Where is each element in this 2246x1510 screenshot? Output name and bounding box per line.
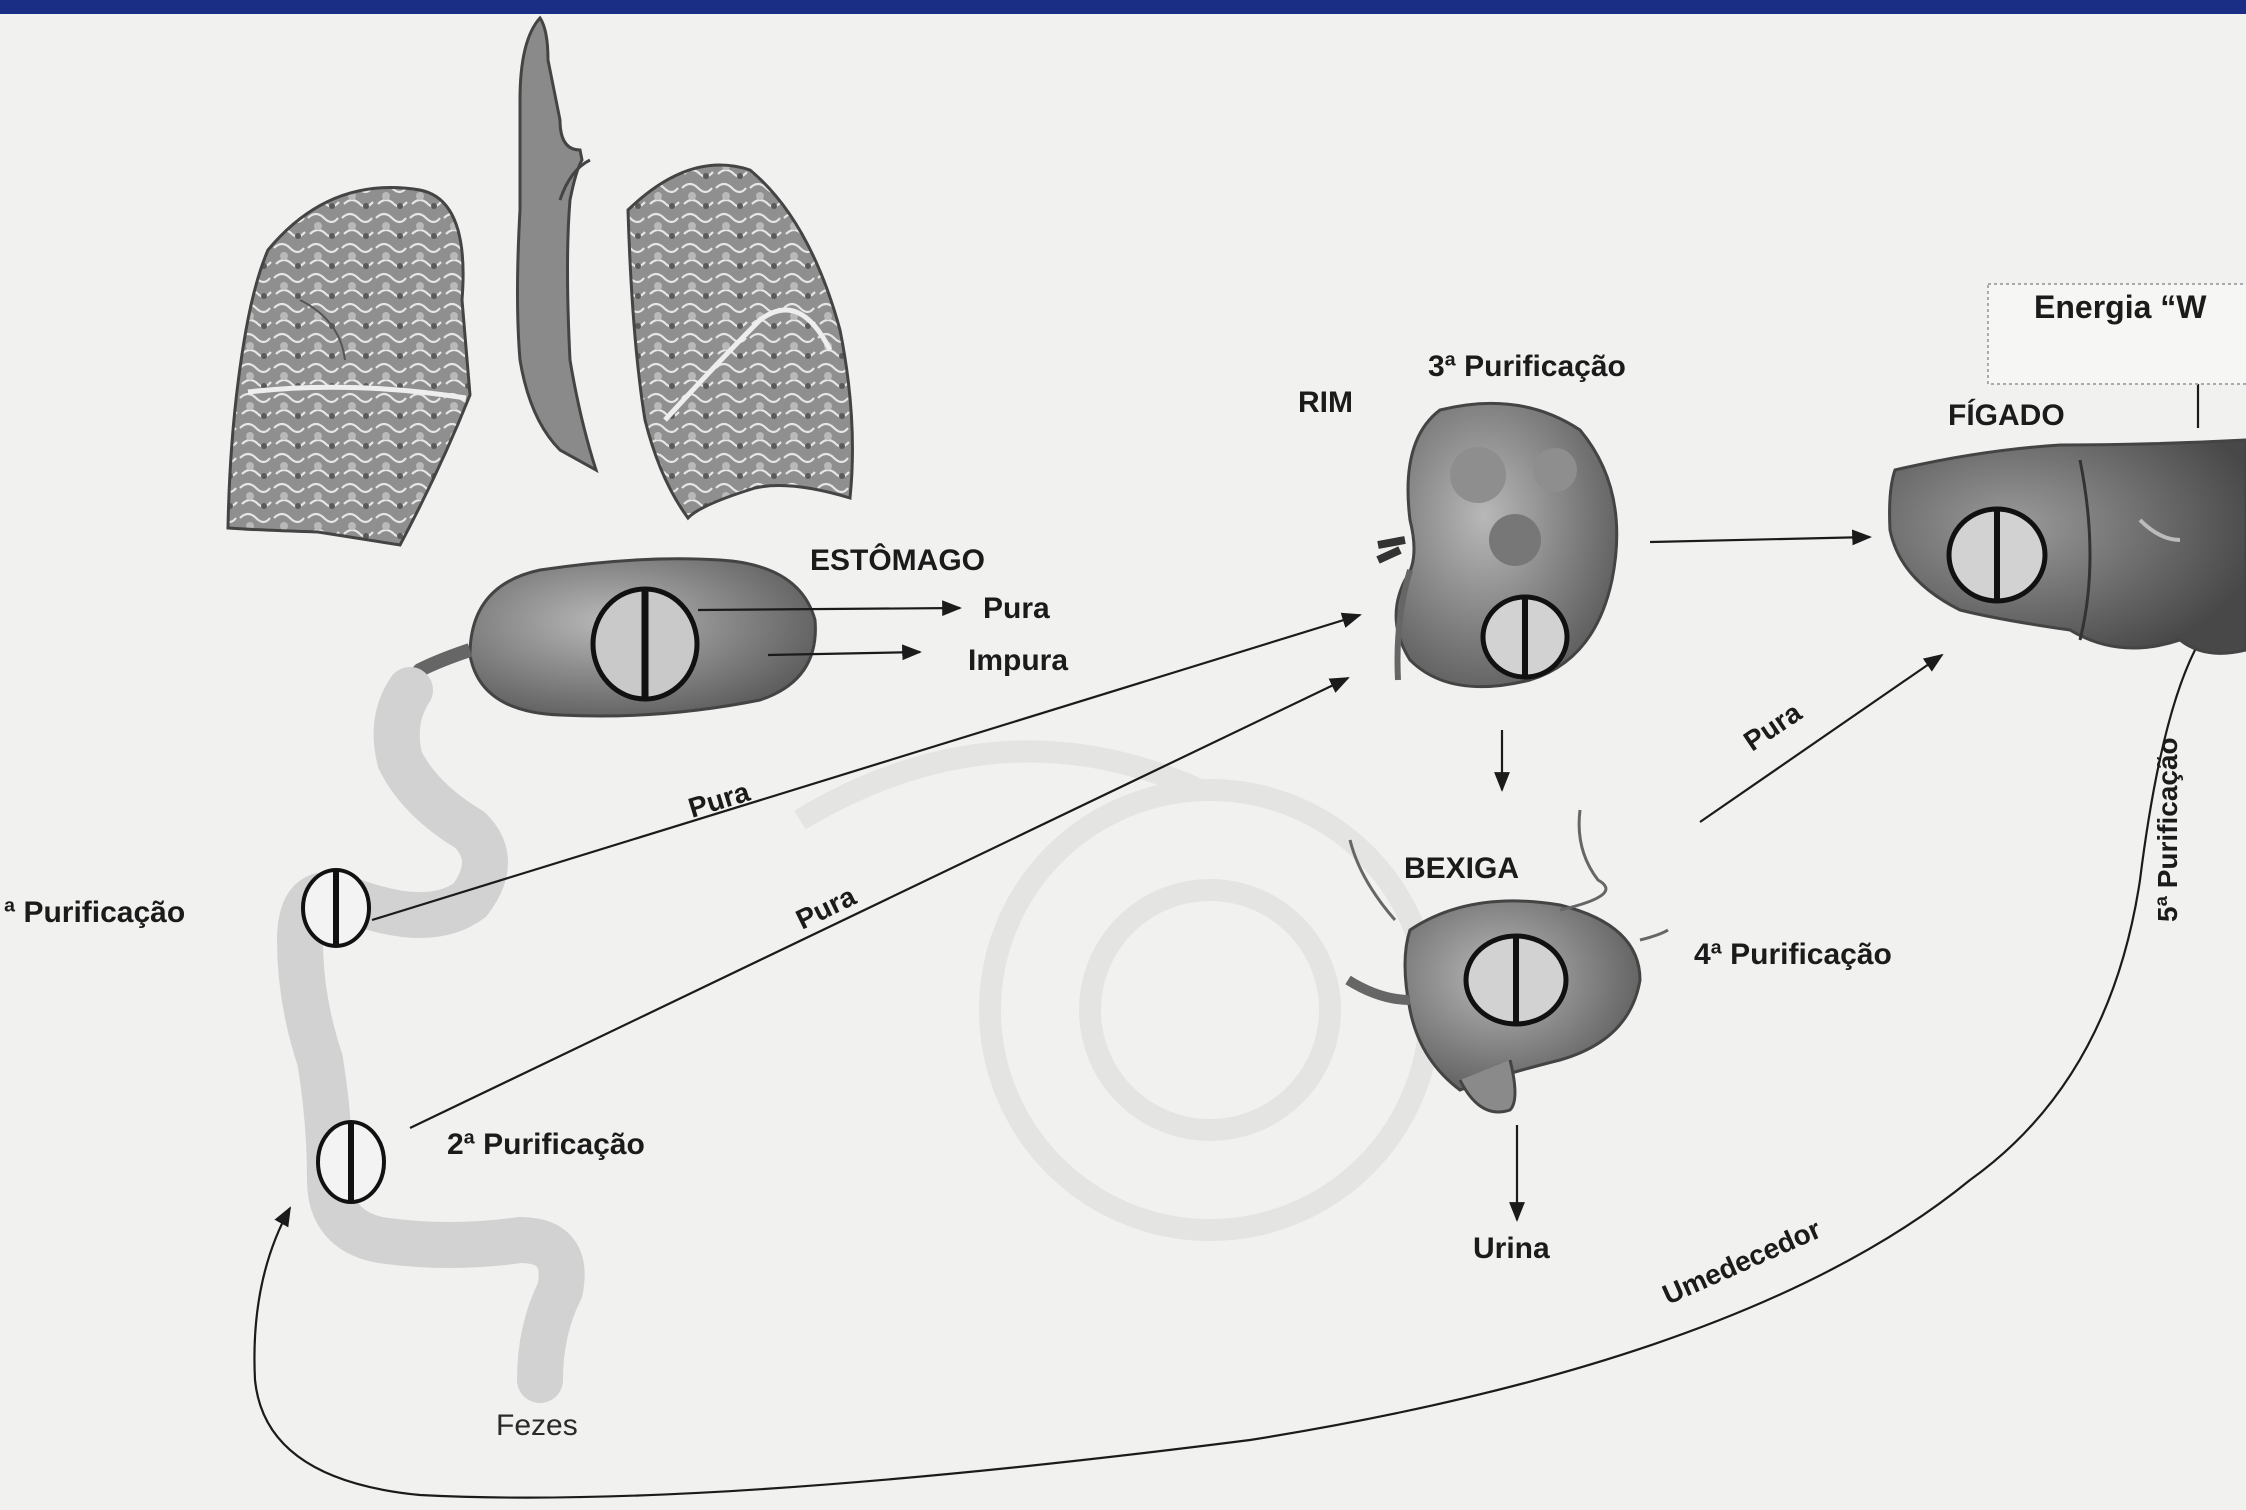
label-bexiga: BEXIGA	[1404, 852, 1519, 885]
label-purificacao-5: 5ª Purificação	[2152, 737, 2183, 922]
label-estomago-pura: Pura	[983, 592, 1050, 625]
label-fezes: Fezes	[496, 1409, 578, 1442]
label-purificacao-2: 2ª Purificação	[447, 1128, 645, 1161]
purification-valve-icon	[1949, 509, 2045, 601]
purification-valve-icon	[1483, 597, 1567, 677]
label-energia: Energia “W	[2034, 289, 2207, 325]
label-rim: RIM	[1298, 386, 1353, 419]
purification-valve-icon	[593, 589, 697, 699]
label-urina: Urina	[1473, 1232, 1550, 1265]
label-estomago-impura: Impura	[968, 644, 1068, 677]
label-figado: FÍGADO	[1948, 398, 2065, 432]
label-purificacao-3: 3ª Purificação	[1428, 350, 1626, 383]
purification-valve-icon	[318, 1122, 384, 1202]
label-purificacao-4: 4ª Purificação	[1694, 938, 1892, 971]
label-purificacao-1: ª Purificação	[4, 896, 185, 929]
purification-valve-icon	[1466, 936, 1566, 1024]
purification-valve-icon	[303, 870, 369, 946]
label-estomago: ESTÔMAGO	[810, 543, 985, 577]
